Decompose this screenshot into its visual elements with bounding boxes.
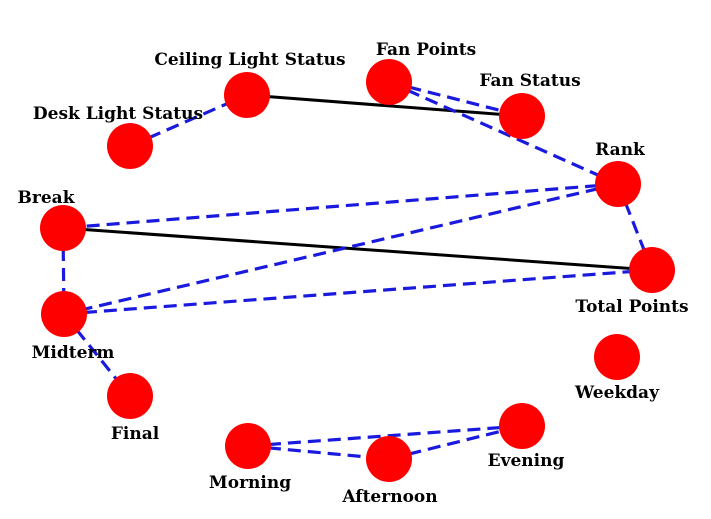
node-weekday [594, 334, 640, 380]
node-ceiling [224, 72, 270, 118]
edge-fan_points-rank [388, 80, 619, 186]
edge-rank-midterm [63, 182, 619, 316]
nodes-layer [40, 59, 675, 482]
edge-break-total [62, 226, 653, 272]
edge-rank-total [616, 183, 654, 271]
node-afternoon [366, 436, 412, 482]
edge-midterm-total [63, 268, 653, 316]
node-label-afternoon: Afternoon [341, 487, 437, 507]
edge-morning-evening [247, 424, 523, 448]
node-rank [595, 161, 641, 207]
node-fan_points [366, 59, 412, 105]
node-break [40, 205, 86, 251]
node-label-fan_points: Fan Points [376, 40, 476, 60]
node-label-desk: Desk Light Status [33, 104, 203, 124]
node-label-rank: Rank [595, 140, 646, 160]
node-label-morning: Morning [209, 473, 291, 493]
node-midterm [41, 291, 87, 337]
node-morning [225, 423, 271, 469]
node-label-midterm: Midterm [32, 343, 115, 363]
node-fan_status [499, 93, 545, 139]
node-label-ceiling: Ceiling Light Status [154, 50, 345, 70]
node-label-final: Final [111, 424, 160, 444]
node-label-total: Total Points [575, 297, 688, 317]
node-label-weekday: Weekday [574, 383, 660, 403]
edge-ceiling-fan_status [246, 93, 523, 118]
edge-rank-break [62, 182, 619, 230]
edge-morning-afternoon [247, 444, 390, 461]
node-total [629, 247, 675, 293]
node-label-fan_status: Fan Status [479, 71, 580, 91]
node-desk [107, 123, 153, 169]
node-label-evening: Evening [488, 451, 565, 471]
node-final [107, 373, 153, 419]
node-evening [499, 403, 545, 449]
node-label-break: Break [18, 188, 76, 208]
